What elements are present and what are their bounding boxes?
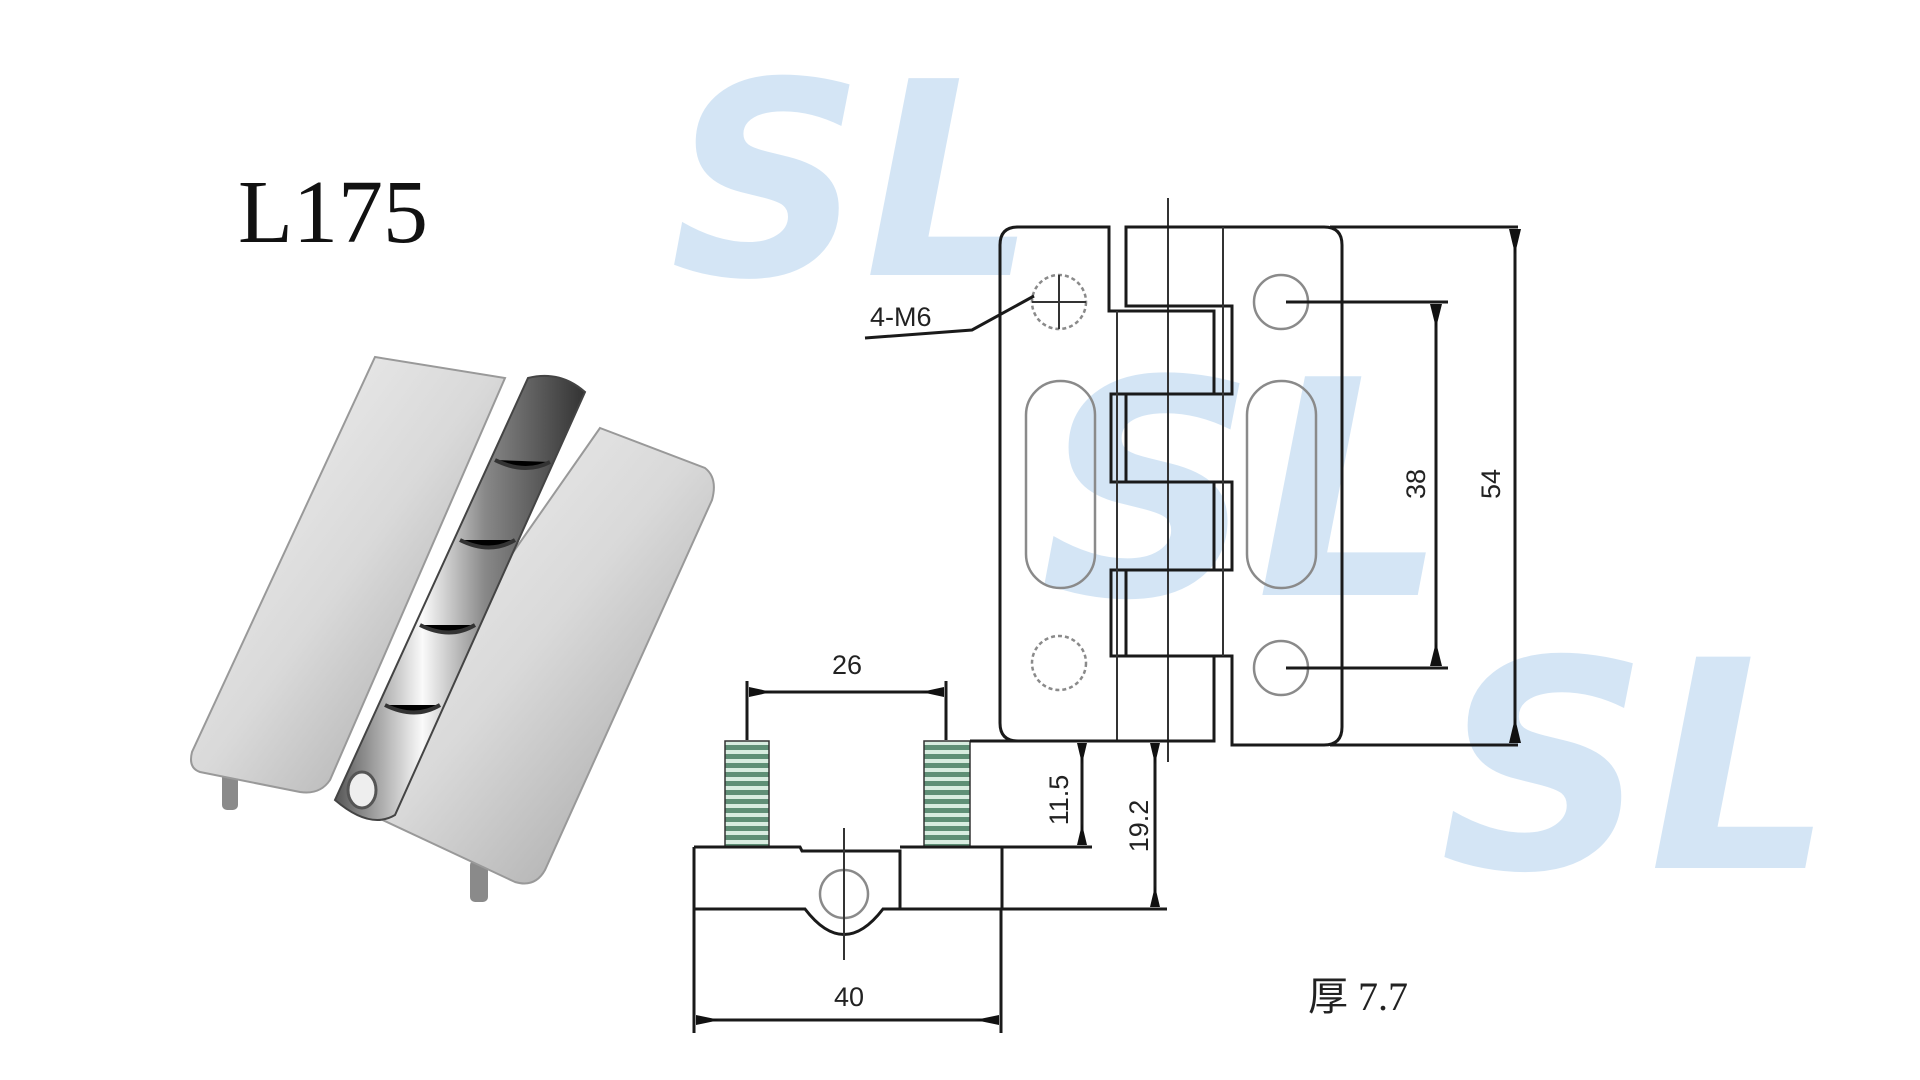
product-code-title: L175 <box>238 163 428 262</box>
watermark-logos: SL SL SL <box>670 24 1834 937</box>
pin-end <box>346 770 378 810</box>
front-view-drawing: 4-M6 38 54 <box>864 198 1521 762</box>
dimension-11-5: 11.5 <box>1044 775 1074 826</box>
hinge-left-leaf <box>190 355 507 794</box>
side-body-outline <box>692 845 1004 936</box>
callout-4-m6: 4-M6 <box>870 302 932 332</box>
dimension-40: 40 <box>834 982 864 1012</box>
thickness-label: 厚 7.7 <box>1308 974 1408 1019</box>
dimension-54: 54 <box>1476 469 1506 499</box>
watermark-logo: SL <box>670 24 1037 339</box>
stud-pin <box>470 860 488 902</box>
watermark-logo: SL <box>1440 600 1834 937</box>
watermark-logo: SL <box>1040 317 1447 666</box>
knuckle-joints <box>384 458 551 715</box>
mounting-hole <box>1030 634 1088 692</box>
slot <box>1024 379 1097 590</box>
dimension-26: 26 <box>832 650 862 680</box>
threaded-stud <box>923 740 971 848</box>
right-leaf-outline <box>1109 225 1344 747</box>
hinge-product-photo <box>190 355 715 902</box>
side-view-drawing: 26 40 11.5 19.2 <box>692 650 1167 1033</box>
callout-leader <box>864 294 1035 340</box>
stud-pin <box>222 770 238 810</box>
dimension-19-2: 19.2 <box>1124 800 1154 853</box>
hinge-right-leaf <box>338 426 715 885</box>
dimension-38: 38 <box>1401 469 1431 499</box>
slot <box>1245 379 1318 590</box>
threaded-stud <box>724 740 770 848</box>
